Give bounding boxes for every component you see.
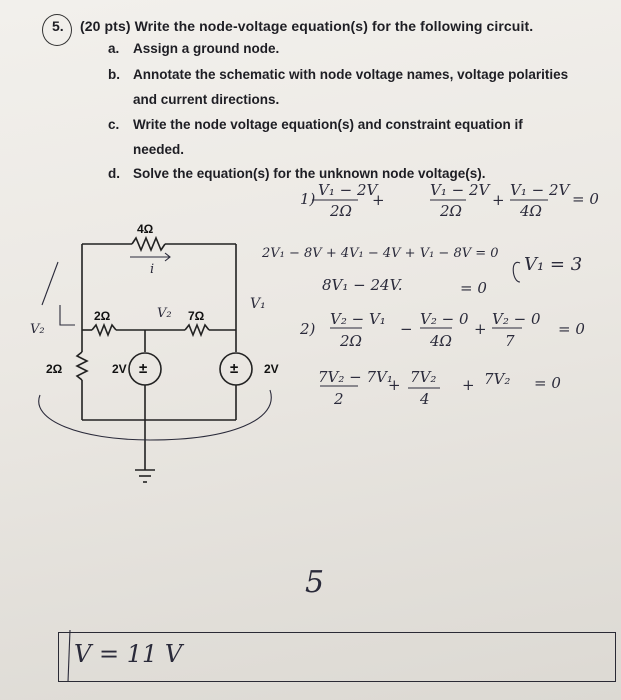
eq1-line3: 8V₁ − 24V. [322, 276, 403, 294]
part-c-letter: c. [108, 117, 120, 132]
eq1-plus2: + [492, 191, 505, 209]
problem-number: 5. [52, 18, 64, 34]
problem-number-circle [42, 14, 72, 46]
eq1-term3-num: V₁ − 2V [510, 181, 570, 199]
source-polarity-right: ± [230, 360, 239, 377]
node-label-v2: V₂ [157, 306, 172, 321]
eq2-term3-den: 7 [505, 332, 515, 350]
eq2-term3-num: V₂ − 0 [492, 310, 541, 328]
eq2-minus: − [400, 320, 413, 338]
part-d-text: Solve the equation(s) for the unknown no… [133, 166, 486, 181]
eq1-result: V₁ = 3 [524, 254, 583, 275]
eq3-term3: 7V₂ [484, 370, 511, 388]
eq3-plus1: + [388, 376, 401, 394]
part-d-letter: d. [108, 166, 120, 181]
part-c-continuation: needed. [133, 142, 185, 157]
part-b-letter: b. [108, 67, 120, 82]
eq1-line2: 2V₁ − 8V + 4V₁ − 4V + V₁ − 8V = 0 [262, 246, 499, 261]
eq2-term2-num: V₂ − 0 [420, 310, 469, 328]
eq1-term2-den: 2Ω [440, 202, 462, 220]
resistor-label-left-mid: 2Ω [94, 309, 111, 323]
eq3-term2-num: 7V₂ [410, 368, 437, 386]
eq3-equals-zero: = 0 [534, 374, 561, 392]
eq2-equals-zero: = 0 [558, 320, 585, 338]
eq2-term1-den: 2Ω [340, 332, 362, 350]
source-polarity-left: ± [139, 360, 148, 377]
eq1-equals-zero: = 0 [572, 190, 599, 208]
eq2-term1-num: V₂ − V₁ [330, 310, 386, 328]
eq1-term3-den: 4Ω [520, 202, 542, 220]
eq3-term1-num: 7V₂ − 7V₁ [318, 368, 393, 386]
part-c-text: Write the node voltage equation(s) and c… [133, 117, 523, 132]
resistor-label-top: 4Ω [137, 222, 154, 236]
eq1-label: 1) [300, 190, 316, 208]
eq1-plus1: + [372, 191, 385, 209]
part-b-text: Annotate the schematic with node voltage… [133, 67, 569, 82]
answer-text: V = 11 V [74, 640, 183, 668]
eq3-plus2: + [462, 376, 475, 394]
answer-box [58, 632, 616, 682]
source-label-left: 2V [112, 362, 127, 376]
eq1-line3-zero: = 0 [460, 279, 487, 297]
eq2-label: 2) [300, 320, 316, 338]
resistor-label-right-mid: 7Ω [188, 309, 205, 323]
part-a-text: Assign a ground node. [133, 41, 280, 56]
source-label-right: 2V [264, 362, 279, 376]
part-b-continuation: and current directions. [133, 92, 280, 107]
eq3-term2-den: 4 [420, 390, 430, 408]
problem-statement: (20 pts) Write the node-voltage equation… [80, 18, 534, 34]
eq2-term2-den: 4Ω [430, 332, 452, 350]
resistor-label-left-vertical: 2Ω [46, 362, 63, 376]
node-label-v1: V₁ [250, 296, 266, 312]
grader-score: 5 [305, 565, 325, 600]
eq2-plus: + [474, 320, 487, 338]
eq1-term1-den: 2Ω [330, 202, 352, 220]
eq1-term2-num: V₁ − 2V [430, 181, 490, 199]
eq3-term1-den: 2 [334, 390, 344, 408]
eq1-term1-num: V₁ − 2V [318, 181, 378, 199]
node-label-v2-left: V₂ [30, 322, 45, 337]
part-a-letter: a. [108, 41, 120, 56]
current-label: i [150, 262, 155, 277]
